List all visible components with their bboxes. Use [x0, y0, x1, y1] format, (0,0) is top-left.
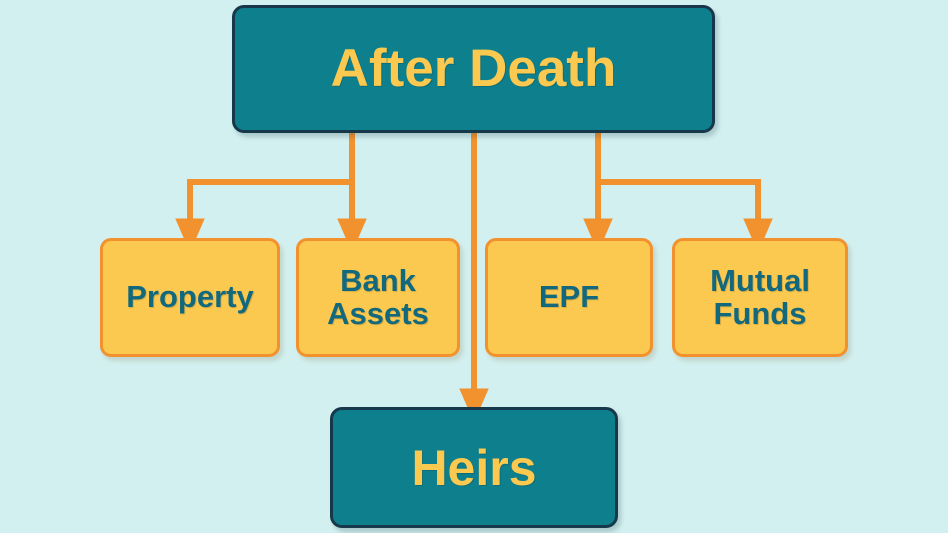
- node-bank-assets[interactable]: Bank Assets: [296, 238, 460, 357]
- node-after-death-label: After Death: [330, 39, 617, 99]
- node-heirs[interactable]: Heirs: [330, 407, 618, 528]
- node-mutual-funds-label: Mutual Funds: [710, 263, 810, 331]
- node-bank-assets-label: Bank Assets: [327, 263, 429, 331]
- node-property-label: Property: [126, 279, 254, 315]
- node-heirs-label: Heirs: [411, 439, 537, 496]
- node-epf-label: EPF: [538, 279, 600, 315]
- connector-after-death-to-mutual-funds: [595, 133, 773, 253]
- connector-after-death-to-property: [175, 133, 355, 253]
- node-property[interactable]: Property: [100, 238, 280, 357]
- node-mutual-funds[interactable]: Mutual Funds: [672, 238, 848, 357]
- node-epf[interactable]: EPF: [485, 238, 653, 357]
- node-after-death[interactable]: After Death: [232, 5, 715, 133]
